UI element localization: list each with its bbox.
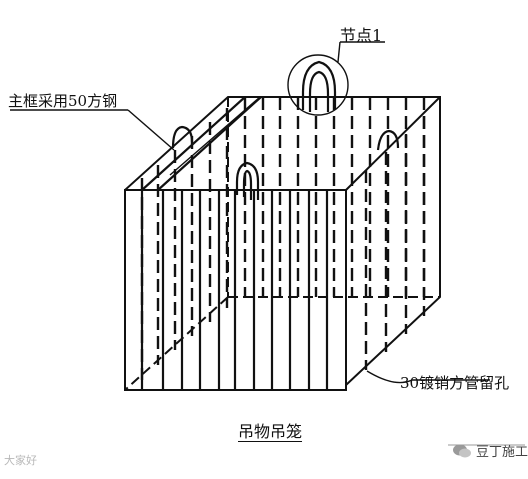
front-face-bars — [140, 190, 329, 390]
right-face-bars — [364, 116, 426, 370]
hole-label: 30镀销方管留孔 — [400, 374, 510, 392]
frame-back-edges — [124, 96, 441, 391]
node-circle — [287, 54, 349, 116]
node-label: 节点1 — [340, 26, 383, 45]
watermark-left: 大家好 — [4, 454, 37, 467]
lifting-lugs — [171, 60, 400, 200]
watermark-right-text: 豆丁施工 — [476, 445, 528, 460]
left-face-bars — [140, 108, 229, 380]
diagram-caption: 吊物吊笼 — [238, 422, 303, 441]
top-face-bars — [141, 96, 262, 191]
leader-lines — [10, 41, 525, 446]
watermark-right: 豆丁施工 — [452, 441, 528, 460]
frame-label: 主框采用50方钢 — [8, 92, 118, 110]
chat-bubble-icon — [453, 444, 471, 457]
